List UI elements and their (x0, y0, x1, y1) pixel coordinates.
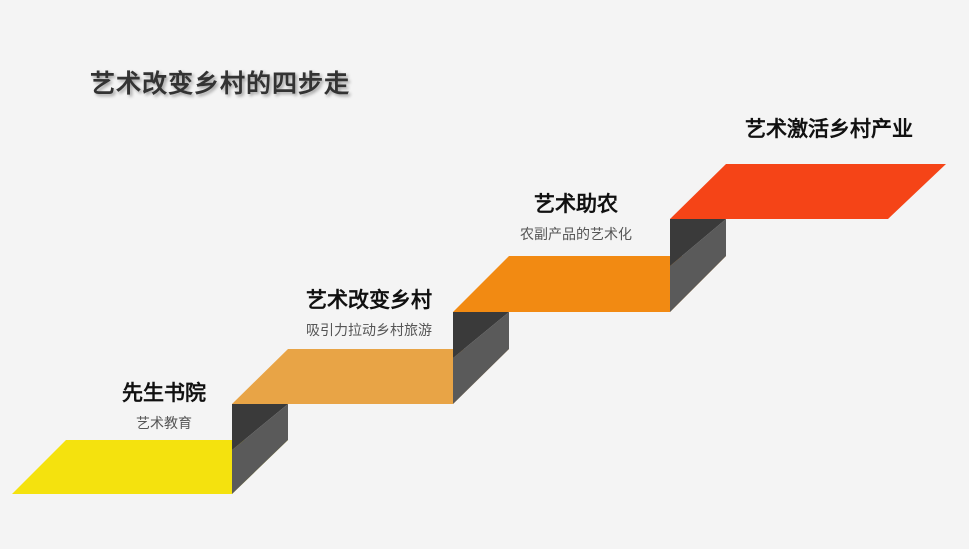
step-2-subtitle: 吸引力拉动乡村旅游 (306, 323, 432, 339)
step-4-title: 艺术激活乡村产业 (745, 117, 913, 141)
step-2-label: 艺术改变乡村 吸引力拉动乡村旅游 (306, 287, 432, 341)
step-2-riser-light (453, 312, 509, 404)
step-4-tread (670, 164, 946, 219)
step-3-subtitle: 农副产品的艺术化 (520, 227, 632, 243)
step-1-tread (12, 440, 288, 494)
step-1-subtitle: 艺术教育 (136, 416, 192, 432)
step-1-riser-light (232, 404, 288, 494)
step-2-title: 艺术改变乡村 (306, 288, 432, 312)
page-title: 艺术改变乡村的四步走 (90, 69, 351, 98)
step-1-title: 先生书院 (122, 381, 206, 405)
step-3-riser-light (670, 219, 726, 312)
step-3-label: 艺术助农 农副产品的艺术化 (520, 191, 632, 245)
step-4-label: 艺术激活乡村产业 (745, 116, 913, 142)
step-1-label: 先生书院 艺术教育 (122, 380, 206, 434)
step-3-tread (453, 256, 726, 312)
step-3-title: 艺术助农 (534, 192, 618, 216)
step-2-tread (232, 349, 509, 404)
